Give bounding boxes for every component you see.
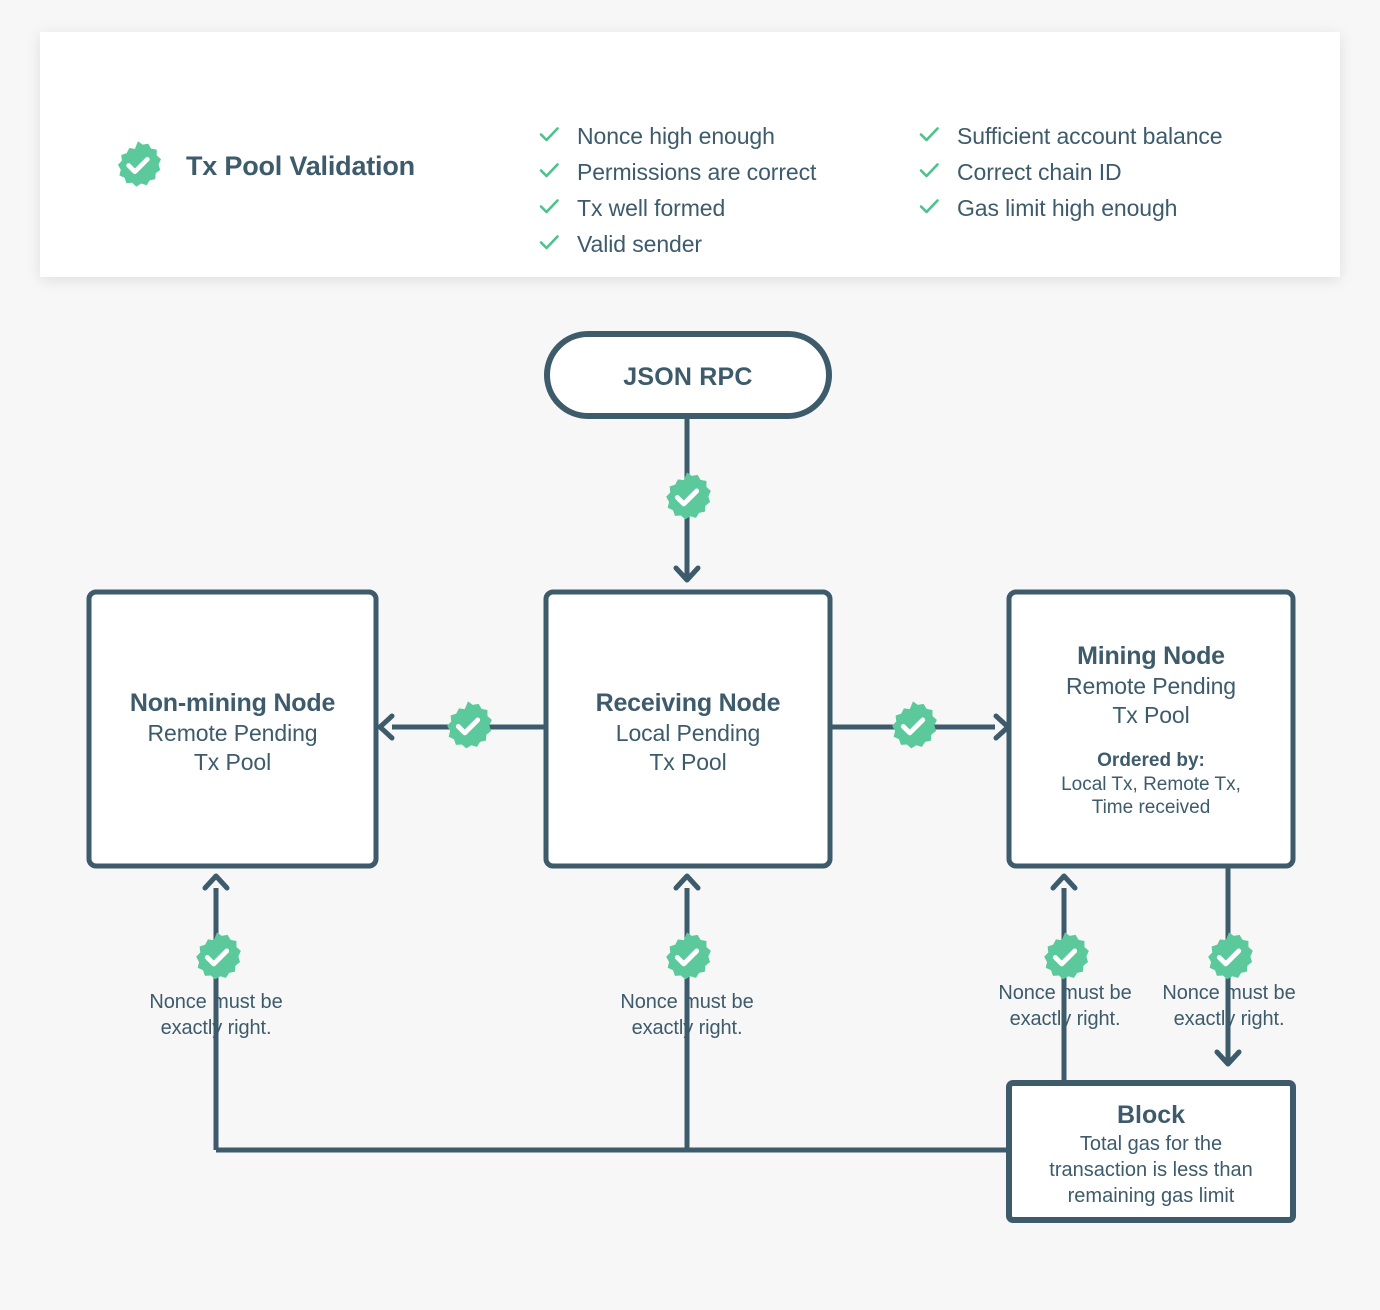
check-icon — [537, 122, 561, 151]
list-item-label: Nonce high enough — [577, 122, 775, 149]
list-item: Correct chain ID — [917, 154, 1317, 190]
list-item: Tx well formed — [537, 190, 917, 226]
list-item: Gas limit high enough — [917, 190, 1317, 226]
check-icon — [537, 158, 561, 187]
validation-column-2: Sufficient account balance Correct chain… — [917, 118, 1317, 262]
check-icon — [917, 194, 941, 223]
list-item: Valid sender — [537, 226, 917, 262]
validation-title-group: Tx Pool Validation — [112, 140, 415, 192]
validation-checklist: Nonce high enough Permissions are correc… — [537, 118, 1317, 262]
check-icon — [537, 230, 561, 259]
check-icon — [917, 158, 941, 187]
list-item: Sufficient account balance — [917, 118, 1317, 154]
list-item-label: Permissions are correct — [577, 158, 817, 185]
list-item-label: Correct chain ID — [957, 158, 1122, 185]
check-rosette-icon — [112, 140, 164, 192]
list-item: Nonce high enough — [537, 118, 917, 154]
validation-column-1: Nonce high enough Permissions are correc… — [537, 118, 917, 262]
tx-pool-validation-card: Tx Pool Validation Nonce high enough Per… — [40, 32, 1340, 277]
check-icon — [917, 122, 941, 151]
list-item: Permissions are correct — [537, 154, 917, 190]
page-title: Tx Pool Validation — [186, 150, 415, 181]
list-item-label: Valid sender — [577, 230, 702, 257]
list-item-label: Tx well formed — [577, 194, 726, 221]
check-icon — [537, 194, 561, 223]
list-item-label: Gas limit high enough — [957, 194, 1178, 221]
list-item-label: Sufficient account balance — [957, 122, 1223, 149]
